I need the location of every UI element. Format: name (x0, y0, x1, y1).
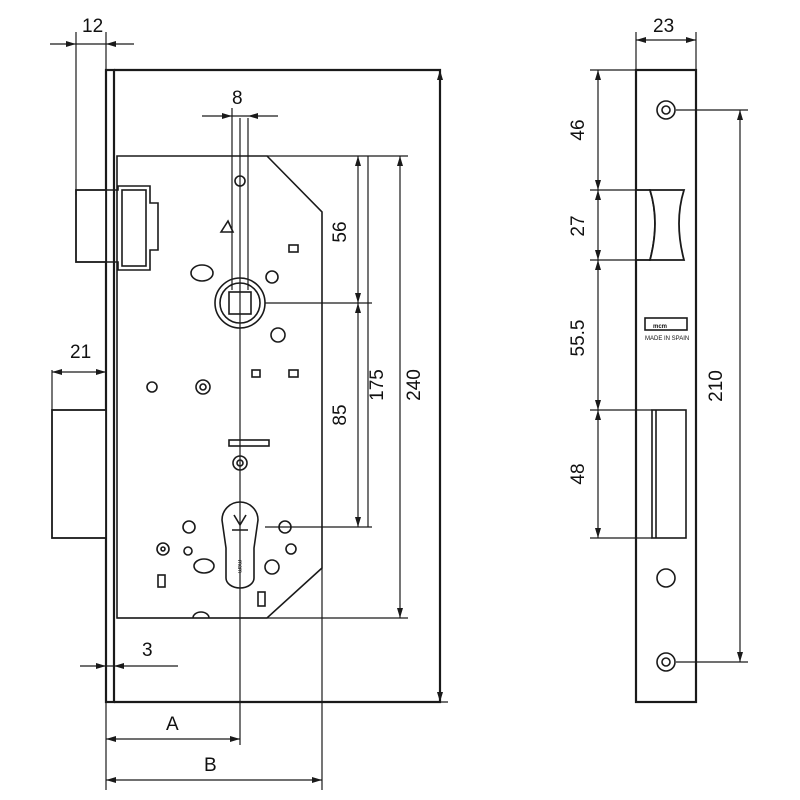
round-hole (265, 270, 279, 284)
brand-text: mcm (653, 324, 667, 330)
dim-bolt-window: 48 (568, 463, 589, 484)
faceplate (104, 68, 116, 704)
slot (257, 591, 266, 607)
dim-strike-top: 46 (568, 119, 589, 140)
strike-dimensions: 23 46 27 55.5 48 210 (568, 16, 748, 663)
dim-spindle-square: 8 (232, 88, 243, 109)
dim-deadbolt: 21 (70, 342, 91, 363)
dim-between-windows: 55.5 (568, 320, 589, 357)
lock-case (114, 68, 442, 704)
dim-strike-width: 23 (653, 16, 674, 37)
slot (228, 439, 270, 447)
strike-screw-hole (656, 100, 676, 120)
strike-plate-view: mcm MADE IN SPAIN (634, 68, 698, 704)
round-hole (146, 381, 158, 393)
catch-pin (219, 219, 235, 233)
slot (157, 574, 166, 588)
brand-plate (644, 317, 688, 331)
strike-plate (634, 68, 698, 704)
dim-case-height: 240 (404, 369, 425, 401)
round-hole (285, 543, 297, 555)
round-hole (183, 546, 193, 556)
round-hole (199, 383, 207, 391)
round-hole (264, 559, 280, 575)
round-hole (270, 327, 286, 343)
dim-backset-top: 56 (330, 221, 351, 242)
round-hole (156, 542, 170, 556)
latch-strike (635, 189, 686, 261)
oval-hole (190, 264, 214, 282)
dim-latch-window: 27 (568, 215, 589, 236)
dim-faceplate-thickness: 3 (142, 640, 153, 661)
dim-faceplate-width: 12 (82, 16, 103, 37)
slot (288, 369, 299, 378)
slot (251, 369, 261, 378)
round-hole (182, 520, 196, 534)
dim-spindle-total: 175 (367, 369, 388, 401)
dimension-lines: 12 8 56 85 175 240 21 (50, 16, 448, 790)
dim-strike-holes: 210 (706, 370, 727, 402)
cylinder-brand: mcm (236, 560, 242, 573)
dim-backset-b: B (204, 755, 217, 776)
oval-hole (193, 558, 215, 574)
lock-front-view: mcm (51, 68, 442, 745)
deadbolt (51, 409, 107, 539)
strike-screw-hole (656, 652, 676, 672)
slot (288, 244, 299, 253)
notch (192, 611, 210, 619)
made-in-text: MADE IN SPAIN (645, 336, 689, 342)
latch-bolt (75, 185, 159, 271)
round-hole (160, 546, 166, 552)
bolt-window (651, 409, 687, 539)
round-hole (195, 379, 211, 395)
dim-spindle-to-cylinder: 85 (330, 404, 351, 425)
dim-backset-a: A (166, 714, 179, 735)
strike-screw-hole (656, 568, 676, 588)
